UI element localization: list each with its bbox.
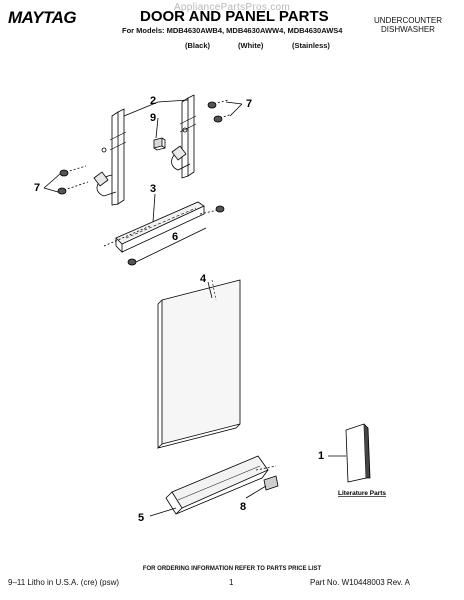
callout-6: 6 [172,231,178,243]
leader-2-left [123,101,159,117]
watermark-text: AppliancePartsPros.com [173,2,291,13]
literature-parts-label: Literature Parts [338,490,386,497]
print-info: 9–11 Litho in U.S.A. (cre) (psw) [8,578,120,587]
leader-5 [149,507,177,517]
appliance-category: UNDERCOUNTER DISHWASHER [374,16,442,34]
door-rail [103,201,225,266]
leader-9 [155,117,159,139]
left-hinge-bracket [93,108,127,206]
page-title: DOOR AND PANEL PARTS [140,8,329,25]
part-number: Part No. W10448003 Rev. A [310,578,410,587]
literature-parts [345,423,371,483]
leader-3 [152,193,156,223]
callout-8: 8 [240,501,246,513]
callout-4: 4 [200,273,207,285]
page-number: 1 [229,578,234,587]
models-line: For Models: MDB4630AWB4, MDB4630AWW4, MD… [122,26,343,35]
dimension-6 [135,227,207,263]
leader-7-lower [43,173,61,193]
finish-white: (White) [238,41,264,50]
leader-4 [207,281,213,299]
screw-lower-2 [57,181,89,195]
hinge-spacer [153,137,166,151]
callout-9: 9 [150,112,156,124]
callout-2: 2 [150,95,156,107]
brand-logo: MAYTAG [8,8,77,27]
leader-2-right [157,99,189,103]
callout-1: 1 [318,450,324,462]
finish-black: (Black) [185,41,211,50]
callout-3: 3 [150,183,156,195]
screw-lower-1 [59,165,87,177]
finish-stainless: (Stainless) [292,41,330,50]
door-panel [157,279,241,449]
callout-5: 5 [138,512,144,524]
leader-8 [245,485,267,499]
lower-panel [165,455,269,515]
callout-7-upper: 7 [246,98,252,110]
screw-upper-1 [207,99,229,109]
callout-7-lower: 7 [34,182,40,194]
right-hinge-bracket [171,94,197,179]
ordering-note: FOR ORDERING INFORMATION REFER TO PARTS … [142,566,322,572]
leader-7-upper [225,101,243,117]
screw-upper-2 [213,113,233,123]
